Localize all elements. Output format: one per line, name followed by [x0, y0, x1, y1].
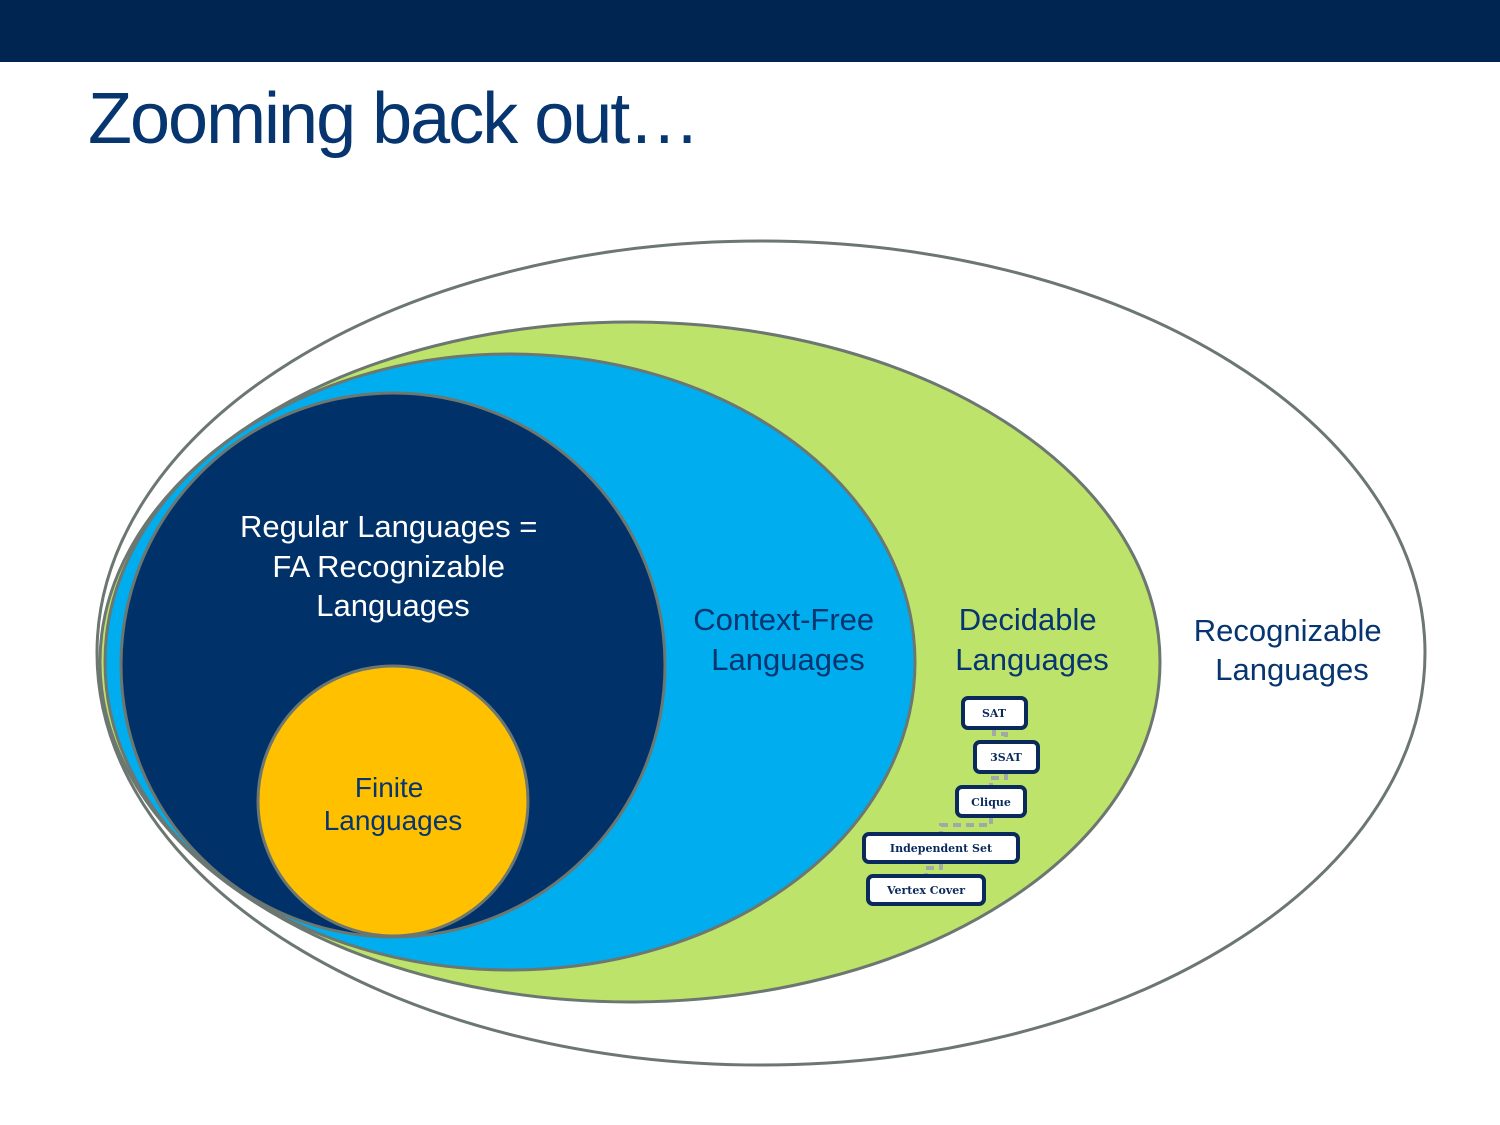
reduction-box-3sat: 3SAT	[973, 740, 1040, 774]
svg-text:Independent Set: Independent Set	[890, 842, 993, 855]
finite-set	[256, 664, 530, 938]
reduction-box-clique: Clique	[955, 785, 1027, 818]
svg-text:Clique: Clique	[971, 796, 1011, 809]
finite-label: Finite Languages	[324, 772, 463, 836]
reduction-box-sat: SAT	[961, 696, 1028, 730]
slide-title: Zooming back out…	[88, 79, 700, 159]
svg-text:Vertex Cover: Vertex Cover	[886, 884, 965, 897]
regular-label: Regular Languages = FA Recognizable Lang…	[240, 509, 546, 623]
decidable-label: Decidable Languages	[955, 602, 1108, 677]
recognizable-label: Recognizable Languages	[1194, 613, 1390, 687]
context-free-label: Context-Free Languages	[693, 602, 883, 677]
reduction-box-vertex-cover: Vertex Cover	[866, 874, 986, 906]
header-bar	[0, 0, 1500, 62]
svg-text:SAT: SAT	[982, 707, 1007, 720]
reduction-connectors	[924, 728, 1008, 876]
reduction-box-independent-set: Independent Set	[862, 832, 1020, 864]
svg-text:3SAT: 3SAT	[990, 751, 1023, 764]
